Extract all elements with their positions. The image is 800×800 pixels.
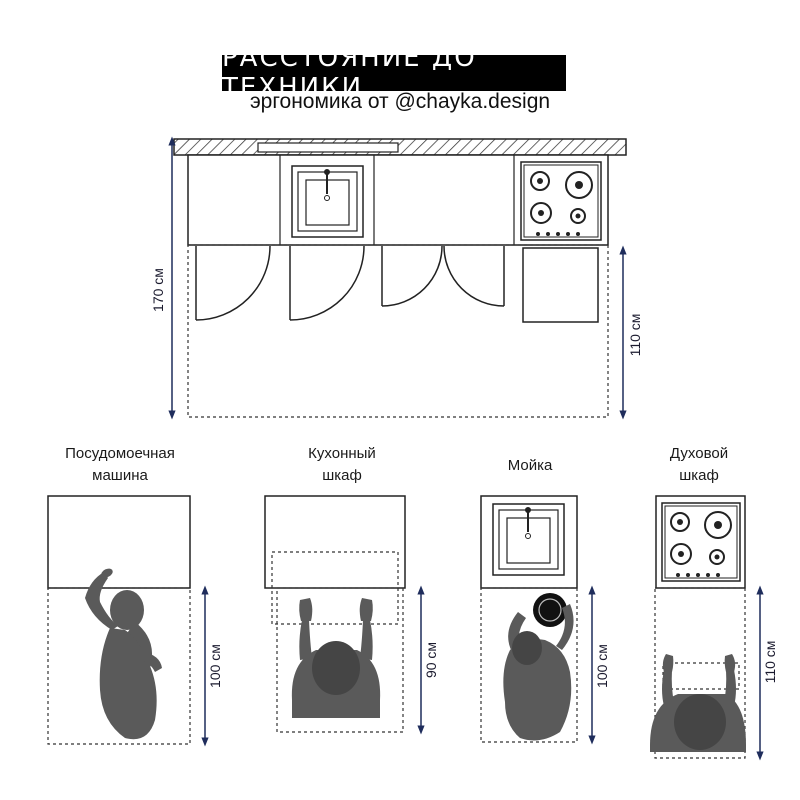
person-oven-figure <box>650 654 746 752</box>
dim-label-sink: 100 см <box>594 644 610 688</box>
oven-body <box>655 495 746 589</box>
caption-cabinet: Кухонный шкаф <box>262 443 422 487</box>
page-title: РАССТОЯНИЕ ДО ТЕХНИКИ <box>222 43 477 103</box>
countertop-hatch <box>173 138 627 156</box>
dishwasher-clearance-zone <box>47 587 191 745</box>
caption-oven-line2: шкаф <box>679 467 719 484</box>
panel-cabinet: 90 см <box>264 495 439 735</box>
page-subtitle: эргономика от @chayka.design <box>249 90 551 113</box>
panel-oven: 110 см <box>650 495 778 761</box>
plan-hob <box>520 161 602 241</box>
dim-label-dishwasher: 100 см <box>207 644 223 688</box>
person-bending-figure <box>85 568 162 740</box>
caption-dishwasher-line1: Посудомоечная <box>65 445 175 462</box>
caption-dishwasher: Посудомоечная машина <box>40 443 200 487</box>
caption-cabinet-line1: Кухонный <box>308 445 376 462</box>
title-banner: РАССТОЯНИЕ ДО ТЕХНИКИ <box>222 43 566 103</box>
plan-sink <box>291 165 364 238</box>
caption-dishwasher-line2: машина <box>92 467 148 484</box>
caption-cabinet-line2: шкаф <box>322 467 362 484</box>
oven-door-open <box>522 247 599 323</box>
caption-sink-line1: Мойка <box>507 457 553 474</box>
panel-sink: 100 см <box>480 495 610 745</box>
oven-clearance-zone <box>654 587 746 759</box>
oven-door-outline <box>662 662 740 690</box>
cabinet-door-swings <box>195 245 505 321</box>
cabinet-clearance-zone <box>276 587 404 733</box>
clearance-zone-outline <box>187 244 609 418</box>
person-reaching-figure <box>291 598 381 718</box>
base-cabinets <box>187 154 609 246</box>
caption-oven: Духовой шкаф <box>619 443 779 487</box>
dim-label-cabinet: 90 см <box>423 642 439 678</box>
cooktop-vent-slot <box>257 142 399 153</box>
dim-label-oven: 110 см <box>762 641 778 684</box>
cabinet-body <box>264 495 406 589</box>
caption-sink: Мойка <box>450 455 610 477</box>
dishwasher-body <box>47 495 191 589</box>
dim-label-clearance: 110 см <box>627 314 643 357</box>
person-washing-figure <box>503 593 574 741</box>
panel-dishwasher: 100 см <box>47 495 223 747</box>
dim-label-total: 170 см <box>150 268 166 312</box>
caption-oven-line1: Духовой <box>669 445 729 462</box>
sink-clearance-zone <box>480 587 578 743</box>
kitchen-plan: 170 см 110 см <box>150 136 643 420</box>
